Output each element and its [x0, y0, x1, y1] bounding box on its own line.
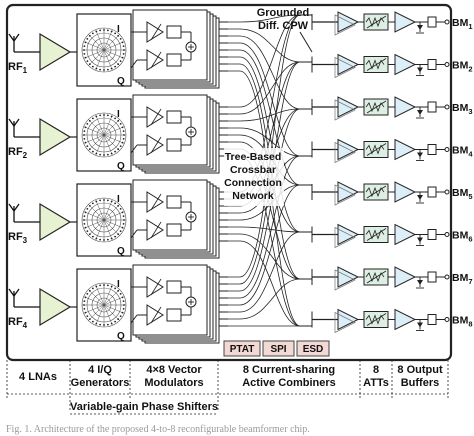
legend-lnas: 4 LNAs — [19, 371, 57, 383]
output-channel-1: BM1 — [311, 11, 473, 36]
esd-label: ESD — [303, 344, 324, 355]
antenna-icon — [8, 33, 40, 53]
crossbar-line — [228, 155, 312, 299]
output-channel-5: BM5 — [311, 181, 473, 206]
legend-iq-line2: Generators — [71, 377, 130, 389]
bm-label-3: BM3 — [452, 102, 473, 116]
crossbar-label-line3: Connection — [224, 177, 282, 189]
figure-caption: Fig. 1. Architecture of the proposed 4-t… — [6, 424, 310, 435]
rf-label-2: RF2 — [8, 146, 28, 160]
legend-comb-line2: Active Combiners — [242, 377, 336, 389]
legend-att-line2: ATTs — [363, 377, 389, 389]
i-label: I — [117, 194, 120, 205]
output-channel-4: BM4 — [311, 138, 473, 164]
input-channel-4: RF4 I Q — [8, 264, 228, 344]
vector-modulator-stack — [132, 264, 220, 344]
crossbar-line — [228, 184, 312, 306]
legend-att-line1: 8 — [373, 364, 379, 376]
rf-label-4: RF4 — [8, 316, 28, 330]
bm-label-6: BM6 — [452, 230, 473, 244]
cpw-label-line1: Grounded — [257, 7, 310, 19]
input-channel-3: RF3 I Q — [8, 179, 228, 259]
i-label: I — [117, 24, 120, 35]
legend-vm-line2: Modulators — [144, 377, 203, 389]
vector-modulator-stack — [132, 179, 220, 259]
i-label: I — [117, 109, 120, 120]
crossbar-label-line4: Network — [232, 190, 274, 202]
bm-label-4: BM4 — [452, 145, 473, 159]
chip-outline — [5, 3, 453, 362]
rf-label-1: RF1 — [8, 61, 28, 75]
crossbar-line — [228, 231, 312, 313]
q-label: Q — [117, 76, 125, 87]
vector-modulator-stack — [132, 9, 220, 89]
rf-label-3: RF3 — [8, 231, 28, 245]
legend-buf-line2: Buffers — [401, 377, 440, 389]
lna-amplifier — [39, 202, 77, 242]
output-channel-6: BM6 — [311, 223, 473, 249]
legend-iq-line1: 4 I/Q — [88, 364, 112, 376]
antenna-icon — [8, 118, 40, 138]
spi-block — [262, 340, 295, 357]
crossbar-line — [228, 14, 312, 278]
q-label: Q — [117, 161, 125, 172]
bm-label-7: BM7 — [452, 272, 473, 286]
crossbar-label-line2: Crossbar — [230, 164, 276, 176]
antenna-icon — [8, 203, 40, 223]
crossbar-line — [228, 278, 312, 320]
crossbar-label-bg — [224, 148, 284, 206]
output-channel-8: BM8 — [311, 308, 473, 334]
input-channel-1: RF1 I Q — [8, 9, 228, 89]
lna-amplifier — [39, 32, 77, 72]
output-channel-2: BM2 — [311, 53, 473, 79]
crossbar-line — [228, 61, 312, 115]
antenna-icon — [8, 288, 40, 308]
crossbar-line — [228, 28, 312, 63]
esd-block — [296, 340, 330, 357]
q-label: Q — [117, 331, 125, 342]
crossbar-label-line1: Tree-Based — [225, 151, 282, 163]
ptat-block — [223, 340, 261, 357]
iq-generator — [76, 268, 132, 342]
lna-amplifier — [39, 117, 77, 157]
cpw-label-line2: Diff. CPW — [258, 20, 309, 32]
iq-generator — [76, 98, 132, 172]
legend-buf-line1: 8 Output — [397, 364, 443, 376]
legend-phase-shifters: Variable-gain Phase Shifters — [70, 401, 218, 413]
output-channel-3: BM3 — [311, 96, 473, 121]
legend-vm-line1: 4×8 Vector — [146, 364, 202, 376]
ptat-label: PTAT — [230, 344, 255, 355]
bm-label-8: BM8 — [452, 315, 473, 329]
crossbar-line — [228, 127, 312, 157]
i-label: I — [117, 279, 120, 290]
crossbar-line — [228, 233, 312, 280]
crossbar-line — [228, 240, 312, 327]
bm-label-5: BM5 — [452, 187, 473, 201]
iq-generator — [76, 13, 132, 87]
iq-generator — [76, 183, 132, 257]
spi-label: SPI — [270, 344, 286, 355]
lna-amplifier — [39, 287, 77, 327]
bm-label-1: BM1 — [452, 17, 473, 31]
crossbar-line — [228, 35, 312, 110]
vector-modulator-stack — [132, 94, 220, 174]
bm-label-2: BM2 — [452, 60, 473, 74]
legend-comb-line1: 8 Current-sharing — [243, 364, 335, 376]
crossbar-line — [228, 49, 312, 186]
input-channel-2: RF2 I Q — [8, 94, 228, 174]
cpw-pointer — [299, 31, 313, 53]
crossbar-line — [228, 42, 312, 157]
output-channel-7: BM7 — [311, 266, 473, 291]
crossbar-line — [228, 14, 312, 108]
q-label: Q — [117, 246, 125, 257]
bottom-legend — [6, 360, 449, 412]
